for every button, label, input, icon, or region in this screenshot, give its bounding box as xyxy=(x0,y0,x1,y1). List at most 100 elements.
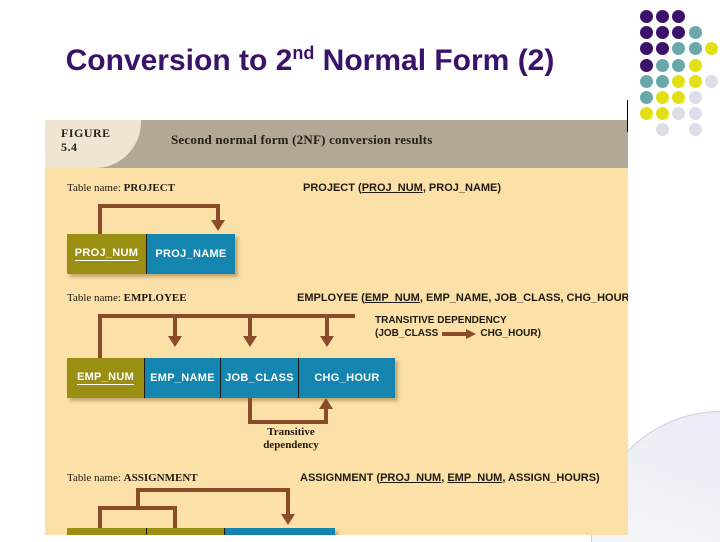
decorative-dot xyxy=(656,42,670,56)
decorative-dot xyxy=(656,91,670,104)
dependency-stem-project xyxy=(98,204,102,234)
decorative-dot xyxy=(672,42,686,56)
relation-box-assignment: PROJ_NUM EMP_NUM ASSIGN_HOURS xyxy=(67,528,335,535)
notation-prefix: PROJECT ( xyxy=(303,182,362,194)
dependency-arrow-employee-1 xyxy=(168,336,182,347)
dependency-drop-project-1 xyxy=(216,204,220,222)
decorative-dot xyxy=(672,10,686,23)
notation-primary-key-2: EMP_NUM xyxy=(447,472,503,484)
relation-box-project: PROJ_NUM PROJ_NAME xyxy=(67,234,235,274)
decorative-dot xyxy=(688,107,702,121)
decorative-dot xyxy=(688,58,702,72)
relation-notation-assignment: ASSIGNMENT (PROJ_NUM, EMP_NUM, ASSIGN_HO… xyxy=(300,472,600,484)
decorative-dot xyxy=(704,42,718,56)
figure-number-line2: 5.4 xyxy=(61,140,78,154)
attribute-label: EMP_NAME xyxy=(150,372,215,384)
dependency-arrow-project-1 xyxy=(211,220,225,231)
attribute-proj-name: PROJ_NAME xyxy=(147,234,235,274)
attribute-emp-num: EMP_NUM xyxy=(67,358,145,398)
decorative-dot xyxy=(640,58,653,72)
decorative-dot xyxy=(640,42,653,56)
page-title-main: Conversion to 2 xyxy=(65,44,293,77)
attribute-assign-proj-num: PROJ_NUM xyxy=(67,528,147,535)
dependency-drop-employee-2 xyxy=(248,314,252,338)
dependency-bar-employee xyxy=(98,314,355,318)
attribute-assign-emp-num: EMP_NUM xyxy=(147,528,225,535)
decorative-dot xyxy=(640,91,653,104)
decorative-dot xyxy=(704,74,718,88)
table-name-assignment: Table name: ASSIGNMENT xyxy=(67,472,198,484)
attribute-chg-hour: CHG_HOUR xyxy=(299,358,395,398)
attribute-label: PROJ_NUM xyxy=(74,247,139,261)
decorative-dot xyxy=(640,10,653,23)
attribute-assign-hours: ASSIGN_HOURS xyxy=(225,528,335,535)
decorative-dot xyxy=(656,123,670,137)
decorative-dot xyxy=(672,26,686,40)
table-name-label: Table name: xyxy=(67,472,124,484)
notation-rest: , EMP_NAME, JOB_CLASS, CHG_HOUR) xyxy=(419,292,628,304)
transitive-loop-bottom xyxy=(248,420,328,424)
relation-notation-project: PROJECT (PROJ_NUM, PROJ_NAME) xyxy=(303,182,501,194)
attribute-job-class: JOB_CLASS xyxy=(221,358,299,398)
header-divider-rule xyxy=(627,100,628,132)
decorative-dot xyxy=(688,123,702,137)
transitive-loop-arrow xyxy=(319,398,333,409)
figure-number: FIGURE 5.4 xyxy=(61,126,111,154)
transitive-label-line1: Transitive xyxy=(267,426,315,438)
dependency-drop-employee-3 xyxy=(325,314,329,338)
composite-bracket-bar xyxy=(98,506,177,510)
table-name-project: Table name: PROJECT xyxy=(67,182,175,194)
transitive-dependency-note: TRANSITIVE DEPENDENCY (JOB_CLASS CHG_HOUR… xyxy=(375,314,541,340)
transitive-determinant: (JOB_CLASS xyxy=(375,328,439,339)
notation-rest: , ASSIGN_HOURS) xyxy=(502,472,600,484)
figure-panel: FIGURE 5.4 Second normal form (2NF) conv… xyxy=(45,120,628,535)
notation-primary-key: EMP_NUM xyxy=(364,292,420,304)
decorative-dot xyxy=(656,10,670,23)
decorative-dot xyxy=(656,74,670,88)
notation-separator: , xyxy=(441,472,448,484)
decorative-dot xyxy=(656,26,670,40)
relation-box-employee: EMP_NUM EMP_NAME JOB_CLASS CHG_HOUR xyxy=(67,358,395,398)
dependency-arrow-employee-2 xyxy=(243,336,257,347)
transitive-note-line2: (JOB_CLASS CHG_HOUR) xyxy=(375,327,541,340)
attribute-emp-name: EMP_NAME xyxy=(145,358,221,398)
decorative-dot xyxy=(640,107,653,121)
notation-prefix: EMPLOYEE ( xyxy=(297,292,365,304)
figure-number-line1: FIGURE xyxy=(61,126,111,140)
figure-caption: Second normal form (2NF) conversion resu… xyxy=(171,132,433,147)
transitive-loop-left xyxy=(248,398,252,424)
attribute-label: EMP_NUM xyxy=(76,371,135,385)
notation-primary-key: PROJ_NUM xyxy=(361,182,423,194)
decorative-dot xyxy=(672,91,686,104)
table-name-label: Table name: xyxy=(67,292,124,304)
transitive-label-line2: dependency xyxy=(263,439,319,451)
dependency-stem-assignment xyxy=(136,488,140,508)
decorative-dot xyxy=(656,58,670,72)
figure-body: Table name: PROJECT PROJECT (PROJ_NUM, P… xyxy=(45,168,628,535)
dependency-drop-assignment-1 xyxy=(286,488,290,516)
table-name-label: Table name: xyxy=(67,182,124,194)
dependency-drop-employee-1 xyxy=(173,314,177,338)
page-title-ordinal: nd xyxy=(292,43,315,63)
decorative-dot-grid xyxy=(640,10,718,137)
transitive-note-line1: TRANSITIVE DEPENDENCY xyxy=(375,315,507,326)
decorative-dot xyxy=(672,107,686,121)
attribute-label: PROJ_NAME xyxy=(155,248,227,260)
decorative-dot xyxy=(640,74,653,88)
attribute-label: JOB_CLASS xyxy=(225,372,294,384)
figure-header-band: FIGURE 5.4 Second normal form (2NF) conv… xyxy=(45,120,628,168)
transitive-dependent: CHG_HOUR) xyxy=(480,328,541,339)
composite-bracket-right xyxy=(173,506,177,528)
decorative-dot xyxy=(672,58,686,72)
attribute-proj-num: PROJ_NUM xyxy=(67,234,147,274)
table-name-value: PROJECT xyxy=(123,182,175,194)
dependency-stem-employee xyxy=(98,314,102,358)
page-title: Conversion to 2nd Normal Form (2) xyxy=(0,44,620,78)
decorative-dot xyxy=(656,107,670,121)
attribute-label: CHG_HOUR xyxy=(314,372,380,384)
notation-prefix: ASSIGNMENT ( xyxy=(300,472,381,484)
table-name-employee: Table name: EMPLOYEE xyxy=(67,292,187,304)
dependency-bar-assignment xyxy=(136,488,290,492)
decorative-dot xyxy=(688,74,702,88)
dependency-arrow-employee-3 xyxy=(320,336,334,347)
